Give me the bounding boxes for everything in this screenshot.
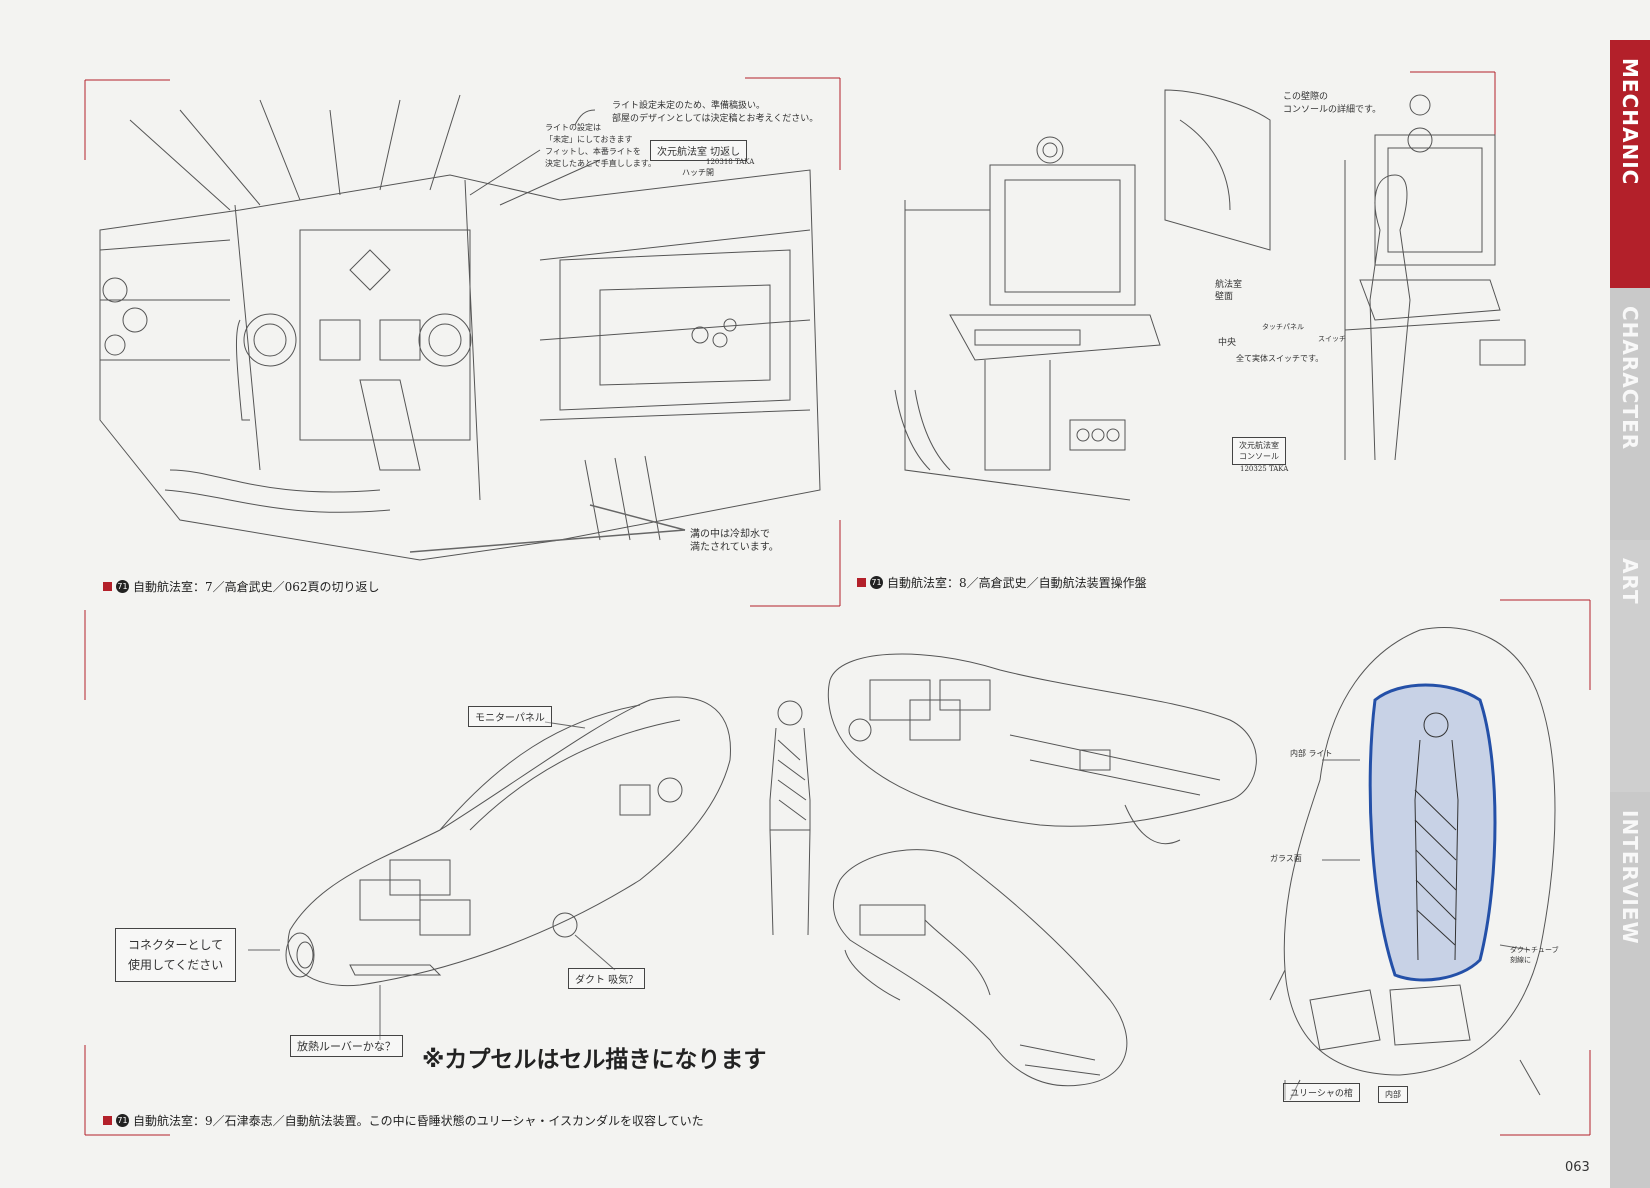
tab-label: ART	[1618, 558, 1642, 605]
tab-art[interactable]: ART	[1610, 540, 1650, 792]
figure-caption-7: 71 自動航法室：7／高倉武史／062頁の切り返し	[103, 578, 380, 595]
light-setting-note: ライト設定未定のため、準備稿扱い。 部屋のデザインとしては決定稿とお考えください…	[612, 101, 819, 124]
interior-light-label: 内部 ライト	[1290, 749, 1333, 758]
center-label: 中央	[1218, 338, 1237, 348]
console-drawing	[894, 89, 1526, 501]
duct-tube-label: ダクトチューブ 刻線に	[1510, 946, 1559, 964]
caption-marker	[103, 582, 112, 591]
figure-number: 71	[116, 580, 129, 593]
switch-label: スイッチ	[1318, 335, 1346, 343]
page-number: 063	[1565, 1160, 1590, 1175]
caption-marker	[103, 1116, 112, 1125]
room-date: 120318 TAKA	[706, 158, 755, 166]
touch-panel-label: タッチパネル	[1262, 323, 1304, 331]
frame-corner-marks	[84, 71, 1591, 1136]
caption-text: 自動航法室：8／高倉武史／自動航法装置操作盤	[887, 576, 1147, 590]
louver-label: 放熱ルーバーかな？	[290, 1035, 403, 1057]
light-note-arrow	[574, 109, 596, 126]
bed-part-label: 内部	[1378, 1086, 1408, 1103]
figure-number: 71	[870, 576, 883, 589]
figure-caption-9: 71 自動航法室：9／石津泰志／自動航法装置。この中に昏睡状態のユリーシャ・イス…	[103, 1112, 704, 1129]
capsule-drawing-interior	[1269, 627, 1556, 1101]
monitor-panel-label: モニターパネル	[468, 706, 552, 727]
tab-label: INTERVIEW	[1618, 810, 1642, 945]
navigation-room-drawing	[99, 94, 821, 561]
tab-mechanic[interactable]: MECHANIC	[1610, 40, 1650, 288]
tab-interview[interactable]: INTERVIEW	[1610, 792, 1650, 1188]
human-scale-figure	[769, 700, 811, 936]
figure-number: 71	[116, 1114, 129, 1127]
console-label: 次元航法室 コンソール	[1232, 437, 1286, 465]
section-sidebar: MECHANIC CHARACTER ART INTERVIEW	[1610, 40, 1650, 1188]
caption-text: 自動航法室：7／高倉武史／062頁の切り返し	[133, 580, 380, 594]
coolant-note: 溝の中は冷却水で 満たされています。	[690, 529, 779, 553]
room-label: 次元航法室 切返し	[650, 140, 748, 161]
connector-label: コネクターとして 使用してください	[115, 928, 237, 982]
figure-caption-8: 71 自動航法室：8／高倉武史／自動航法装置操作盤	[857, 574, 1147, 591]
wall-console-note: この壁際の コンソールの詳細です。	[1283, 92, 1382, 115]
wall-label: 航法室 壁面	[1215, 280, 1243, 302]
caption-marker	[857, 578, 866, 587]
yurisha-bed-label: ユリーシャの棺	[1283, 1083, 1360, 1102]
duct-label: ダクト 吸気？	[568, 968, 646, 989]
hand-light-note: ライトの設定は 「未定」にしておきます フィットし、本番ライトを 決定したあとで…	[545, 123, 656, 168]
tab-label: CHARACTER	[1618, 306, 1642, 451]
tab-label: MECHANIC	[1618, 58, 1642, 186]
hatch-note: ハッチ開	[682, 168, 714, 177]
coolant-leader-line	[409, 504, 686, 553]
capsule-drawing-top	[827, 653, 1257, 845]
capsule-drawing-side	[285, 696, 731, 987]
capsule-drawing-front	[832, 849, 1128, 1087]
all-switches-note: 全て実体スイッチです。	[1236, 354, 1324, 363]
console-date: 120325 TAKA	[1240, 465, 1289, 473]
capsule-cel-note: ※カプセルはセル描きになります	[422, 1047, 767, 1073]
glass-label: ガラス面	[1270, 854, 1302, 863]
caption-text: 自動航法室：9／石津泰志／自動航法装置。この中に昏睡状態のユリーシャ・イスカンダ…	[133, 1114, 704, 1128]
tab-character[interactable]: CHARACTER	[1610, 288, 1650, 540]
